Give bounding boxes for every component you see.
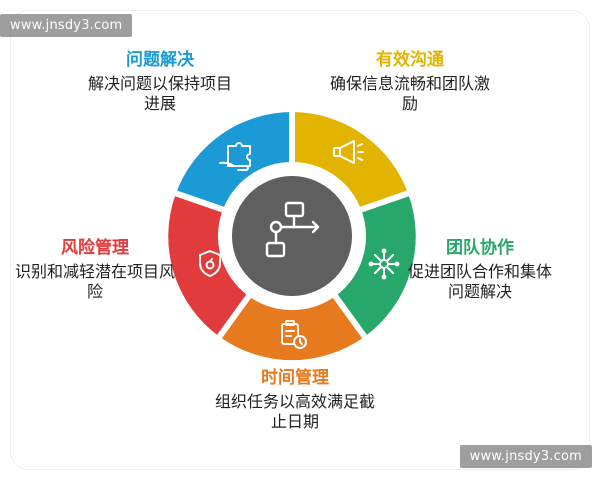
segment-time [219, 296, 365, 361]
network-icon [368, 248, 400, 280]
communication-desc: 确保信息流畅和团队激励 [330, 74, 491, 114]
problem-title: 问题解决 [126, 50, 194, 70]
problem-desc: 解决问题以保持项目进展 [87, 74, 232, 114]
communication-title: 有效沟通 [376, 50, 444, 70]
segment-teamwork [335, 193, 416, 337]
center-hub [232, 176, 352, 296]
puzzle-hand-icon [219, 142, 251, 171]
teamwork-desc: 促进团队合作和集体问题解决 [407, 262, 552, 302]
label-communication: 有效沟通 确保信息流畅和团队激励 [330, 50, 490, 114]
time-desc: 组织任务以高效满足截止日期 [214, 392, 375, 432]
label-time: 时间管理 组织任务以高效满足截止日期 [210, 368, 380, 432]
teamwork-title: 团队协作 [446, 238, 514, 258]
risk-desc: 识别和减轻潜在项目风险 [14, 262, 175, 302]
segment-risk [168, 193, 249, 337]
clipboard-clock-icon [281, 320, 307, 349]
label-teamwork: 团队协作 促进团队合作和集体问题解决 [405, 238, 555, 302]
label-problem: 问题解决 解决问题以保持项目进展 [85, 50, 235, 114]
watermark-top: www.jnsdy3.com [0, 14, 133, 37]
shield-alert-icon [199, 250, 221, 277]
risk-title: 风险管理 [61, 238, 129, 258]
flowchart-icon [265, 201, 320, 258]
watermark-bottom: www.jnsdy3.com [459, 445, 592, 468]
time-title: 时间管理 [261, 368, 329, 388]
label-risk: 风险管理 识别和减轻潜在项目风险 [10, 238, 180, 302]
segment-problem [175, 112, 292, 210]
megaphone-icon [333, 140, 364, 164]
segment-dividers [171, 108, 413, 342]
